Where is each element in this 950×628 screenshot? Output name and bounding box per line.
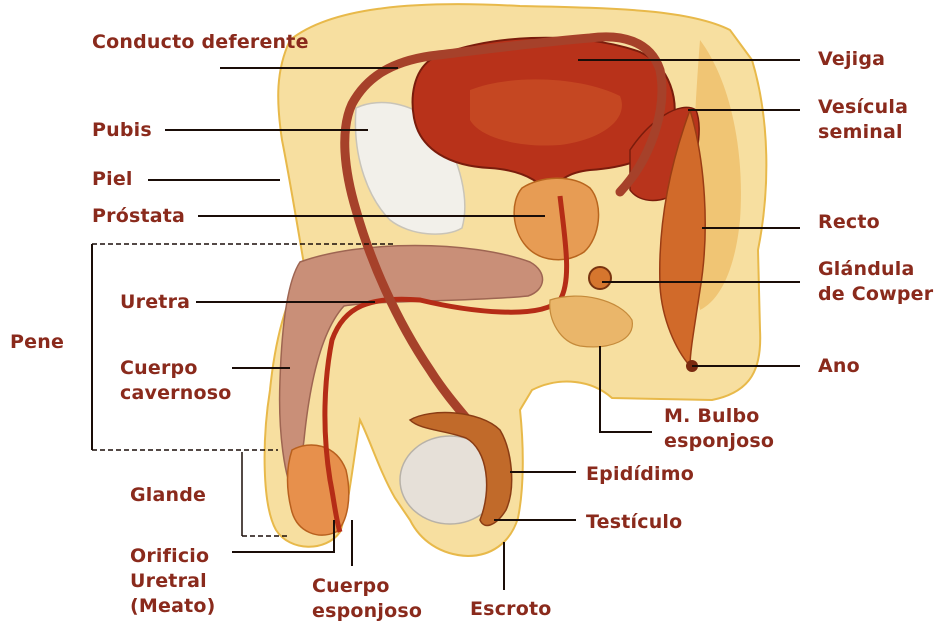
label-piel: Piel xyxy=(92,167,133,192)
label-testiculo: Testículo xyxy=(586,510,682,535)
label-vesicula-seminal: Vesícula seminal xyxy=(818,95,928,145)
label-bulbo-text: M. Bulbo esponjoso xyxy=(664,405,774,452)
label-orificio-uretral: Orificio Uretral (Meato) xyxy=(130,544,250,619)
label-vejiga-text: Vejiga xyxy=(818,48,885,70)
label-escroto-text: Escroto xyxy=(470,598,552,620)
label-vejiga: Vejiga xyxy=(818,47,885,72)
label-prostata: Próstata xyxy=(92,204,185,229)
cowper-gland-shape xyxy=(589,267,611,289)
label-ano: Ano xyxy=(818,354,860,379)
label-glandula-cowper: Glándula de Cowper xyxy=(818,257,938,307)
label-epididimo-text: Epidídimo xyxy=(586,463,694,485)
label-testiculo-text: Testículo xyxy=(586,511,682,533)
label-glandula-text: Glándula de Cowper xyxy=(818,258,933,305)
label-pene-text: Pene xyxy=(10,331,64,353)
label-cuerpo-esponjoso: Cuerpo esponjoso xyxy=(312,574,452,624)
label-prostata-text: Próstata xyxy=(92,205,185,227)
label-recto: Recto xyxy=(818,210,880,235)
label-cuerpo-cavernoso: Cuerpo cavernoso xyxy=(120,356,240,406)
label-vesicula-text: Vesícula seminal xyxy=(818,96,908,143)
label-pubis-text: Pubis xyxy=(92,119,152,141)
label-cuerpo-esponjoso-text: Cuerpo esponjoso xyxy=(312,575,422,622)
label-ano-text: Ano xyxy=(818,355,860,377)
label-orificio-text: Orificio Uretral (Meato) xyxy=(130,545,216,617)
label-glande-text: Glande xyxy=(130,484,206,506)
label-conducto-text: Conducto deferente xyxy=(92,31,309,53)
label-pubis: Pubis xyxy=(92,118,152,143)
prostate-shape xyxy=(514,178,598,259)
label-uretra-text: Uretra xyxy=(120,291,190,313)
label-cuerpo-cavernoso-text: Cuerpo cavernoso xyxy=(120,357,231,404)
label-bulbo-esponjoso: M. Bulbo esponjoso xyxy=(664,404,784,454)
label-uretra: Uretra xyxy=(120,290,190,315)
label-glande: Glande xyxy=(130,483,206,508)
label-epididimo: Epidídimo xyxy=(586,462,694,487)
label-piel-text: Piel xyxy=(92,168,133,190)
label-escroto: Escroto xyxy=(470,597,552,622)
label-recto-text: Recto xyxy=(818,211,880,233)
label-pene: Pene xyxy=(10,330,64,355)
label-conducto-deferente: Conducto deferente xyxy=(92,30,309,55)
